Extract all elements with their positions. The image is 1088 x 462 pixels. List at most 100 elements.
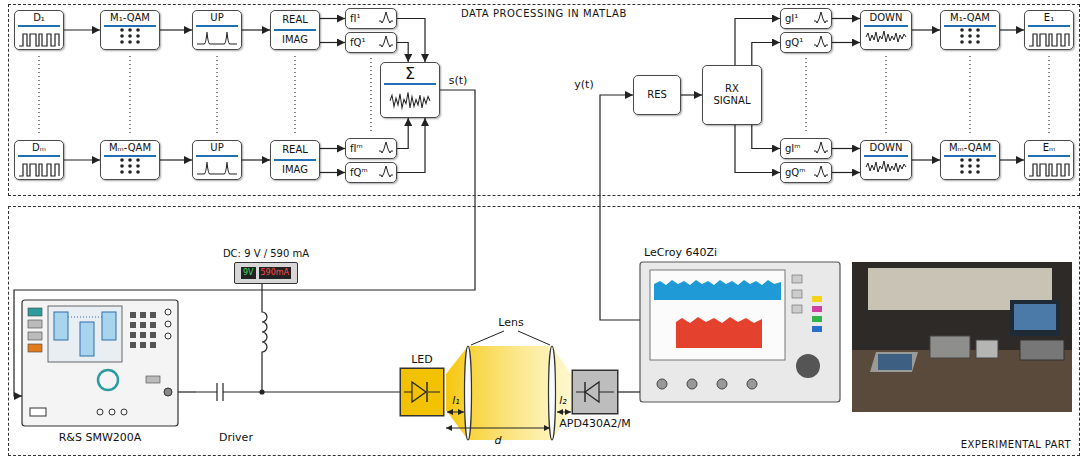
- filter-block: gQ¹: [780, 32, 832, 53]
- signal-generator: [140, 332, 146, 338]
- node-text: 9V: [241, 267, 256, 279]
- power-supply: DC: 9 V / 590 mA9V590mA: [234, 262, 298, 284]
- connector: [752, 125, 780, 149]
- process-block: Dₘ: [14, 140, 64, 180]
- led-source: [426, 382, 427, 402]
- signal-generator: [22, 300, 178, 426]
- node-text: E₁: [1025, 12, 1073, 24]
- node-text: EXPERIMENTAL PART: [961, 439, 1071, 451]
- filter-block: fI¹: [345, 8, 397, 29]
- block-icons: [390, 92, 430, 107]
- signal-generator: [28, 344, 42, 352]
- block-divider-lines: [1028, 25, 1070, 27]
- signal-generator: [97, 309, 171, 415]
- node-text: M₁-QAM: [101, 12, 159, 24]
- connector: [320, 42, 345, 43]
- oscilloscope: [654, 280, 781, 300]
- signal-generator: [140, 312, 146, 318]
- signal-generator: [130, 312, 136, 318]
- signal-generator: [150, 332, 156, 338]
- signal-generator: [164, 388, 172, 396]
- block-icons: [120, 28, 140, 44]
- block-divider-lines: [944, 155, 996, 157]
- block-icons: [379, 36, 393, 47]
- connector: [261, 284, 262, 300]
- block-icons: [390, 92, 430, 107]
- part-label: l₂: [559, 394, 566, 407]
- node-text: M₁-QAM: [941, 12, 999, 24]
- photodetector: [572, 370, 618, 414]
- lab-photo: [976, 340, 998, 358]
- connector: [832, 42, 860, 43]
- block-divider-lines: [196, 155, 238, 157]
- dashed-region: EXPERIMENTAL PART R&S SMW200A DC: 9 V / 59…: [8, 206, 1080, 456]
- signal-label: s(t): [447, 74, 470, 87]
- block-divider-lines: [274, 159, 316, 161]
- lens: [465, 346, 472, 440]
- signal-generator: [28, 332, 42, 340]
- block-divider-lines: [18, 25, 60, 27]
- signal-generator: [97, 409, 103, 415]
- block-icons: [814, 166, 828, 177]
- oscilloscope: [640, 262, 840, 402]
- led-source: [400, 368, 444, 416]
- filter-block: gI¹: [780, 8, 832, 29]
- column-dotted-lines: [370, 58, 371, 134]
- filter-block: fIᵐ: [345, 138, 397, 159]
- part-label: l₁: [452, 394, 459, 407]
- filter-block: gQᵐ: [780, 162, 832, 183]
- column-dotted-lines: [885, 56, 886, 134]
- connector: [752, 43, 780, 66]
- light-beam: [446, 346, 572, 440]
- node-text: D₁: [15, 12, 63, 24]
- lens-leader-line: [471, 331, 550, 345]
- photodetector: [572, 370, 618, 414]
- node-text: APD430A2/M: [543, 417, 647, 430]
- signal-generator: [130, 322, 136, 328]
- oscilloscope: [717, 379, 727, 389]
- instrument: R&S SMW200A: [22, 298, 178, 444]
- block-divider-lines: [384, 83, 436, 85]
- lab-photo: [1020, 340, 1064, 360]
- connector: [397, 19, 425, 63]
- filter-block: fQᵐ: [345, 162, 397, 183]
- split-block: REALIMAG: [270, 140, 320, 180]
- signal-generator: [140, 322, 146, 328]
- signal-generator: [22, 300, 178, 426]
- connector: [320, 172, 345, 173]
- signal-generator: [54, 312, 68, 340]
- node-text: Driver: [186, 431, 286, 444]
- oscilloscope: [792, 275, 802, 283]
- oscilloscope: [676, 317, 762, 348]
- node-text: IMAG: [271, 164, 319, 176]
- lab-photo: [852, 262, 1072, 412]
- connector: [832, 172, 860, 173]
- node-text: fIᵐ: [350, 143, 363, 155]
- signal-generator: [165, 321, 171, 327]
- lab-photo: [852, 262, 1072, 412]
- split-block: REALIMAG: [270, 10, 320, 50]
- node-text: gI¹: [785, 13, 798, 25]
- block-icons: [814, 12, 828, 23]
- signal-generator: [140, 342, 146, 348]
- oscilloscope-box: LeCroy 640Zi: [640, 262, 840, 402]
- node-text: UP: [193, 12, 241, 24]
- column-dotted-lines: [129, 56, 130, 134]
- signal-generator: [28, 308, 42, 316]
- node-text: Mₘ-QAM: [941, 142, 999, 154]
- signal-generator: [121, 409, 127, 415]
- connector: [832, 18, 860, 19]
- process-block: M₁-QAM: [100, 10, 160, 50]
- connector: [320, 148, 345, 149]
- block-icons: [120, 158, 140, 174]
- block-icons: [379, 142, 393, 153]
- driver-circuit: [260, 390, 264, 394]
- node-text: Dₘ: [15, 142, 63, 154]
- node-text: DC: 9 V / 590 mA: [205, 248, 327, 260]
- oscilloscope: [796, 354, 820, 378]
- detector-box: APD430A2/M: [572, 370, 618, 414]
- oscilloscope: [792, 305, 802, 313]
- node-text: Mₘ-QAM: [101, 142, 159, 154]
- lens-leader-line: [471, 331, 504, 345]
